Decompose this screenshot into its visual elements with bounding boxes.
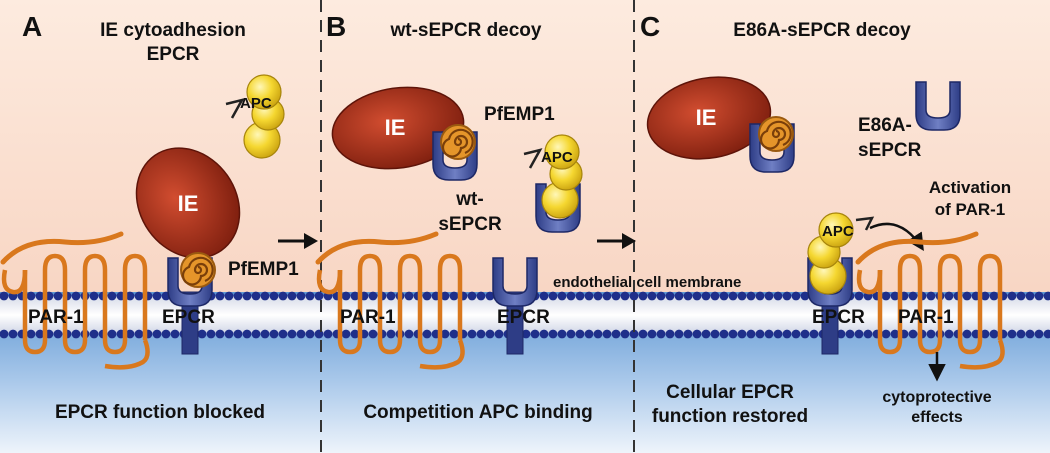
epcr-label-c: EPCR [812, 307, 865, 328]
panel-a-outcome: EPCR function blocked [55, 402, 265, 423]
apc-label-c: APC [822, 223, 854, 240]
panel-a: A IE cytoadhesion EPCR APC IE PfEMP1 PAR… [3, 11, 299, 423]
epcr-label-a: EPCR [162, 307, 215, 328]
epcr-label-b: EPCR [497, 307, 550, 328]
panel-c-outcome-line1: Cellular EPCR [666, 382, 794, 403]
infected-erythrocyte-a [135, 147, 241, 259]
effects-label-line2: effects [911, 409, 963, 426]
transition-arrow-a-b [278, 233, 318, 249]
panel-c: C E86A-sEPCR decoy IE E86A- sEPCR APC Ac… [640, 11, 1011, 427]
ie-label-c: IE [696, 105, 717, 130]
par1-label-b: PAR-1 [340, 307, 396, 328]
infected-erythrocyte-b [331, 86, 465, 170]
apc-molecule-c [807, 212, 875, 295]
panel-b-title: wt-sEPCR decoy [390, 20, 542, 41]
panel-b: B wt-sEPCR decoy IE PfEMP1 wt- sEPCR APC… [318, 11, 741, 423]
pfemp1-domain-b [439, 123, 477, 161]
epcr-receptor-a [167, 257, 213, 355]
panel-a-title-line1: IE cytoadhesion [100, 20, 246, 41]
par1-label-a: PAR-1 [28, 307, 84, 328]
transition-arrow-b-c [597, 233, 636, 249]
panel-letter-c: C [640, 11, 660, 42]
apc-label-b: APC [541, 149, 573, 166]
ie-label-a: IE [178, 191, 199, 216]
membrane-label: endothelial cell membrane [553, 274, 741, 291]
panel-letter-b: B [326, 11, 346, 42]
panel-a-title-line2: EPCR [147, 44, 200, 65]
panel-c-outcome-line2: function restored [652, 406, 808, 427]
decoy-label-c-line1: E86A- [858, 115, 912, 136]
ie-label-b: IE [385, 115, 406, 140]
epcr-receptor-b [492, 257, 538, 355]
apc-label-a: APC [240, 95, 272, 112]
decoy-label-b-line1: wt- [455, 189, 483, 210]
decoy-label-b-line2: sEPCR [438, 214, 502, 235]
par1-label-c: PAR-1 [898, 307, 954, 328]
activation-label-line1: Activation [929, 178, 1011, 197]
apc-molecule-b [523, 134, 583, 219]
infected-erythrocyte-c [646, 76, 772, 160]
effects-label-line1: cytoprotective [882, 389, 991, 406]
pfemp1-label-b: PfEMP1 [484, 104, 555, 125]
decoy-label-c-line2: sEPCR [858, 140, 922, 161]
pfemp1-label-a: PfEMP1 [228, 259, 299, 280]
panel-letter-a: A [22, 11, 42, 42]
membrane-bottom-heads [0, 329, 1050, 339]
activation-label-line2: of PAR-1 [935, 200, 1006, 219]
pfemp1-domain-c [757, 115, 795, 153]
membrane-top-heads [0, 291, 1050, 301]
pfemp1-domain-a [179, 251, 217, 289]
panel-b-outcome: Competition APC binding [363, 402, 592, 423]
apc-molecule-a [225, 74, 285, 159]
panel-c-title: E86A-sEPCR decoy [733, 20, 911, 41]
